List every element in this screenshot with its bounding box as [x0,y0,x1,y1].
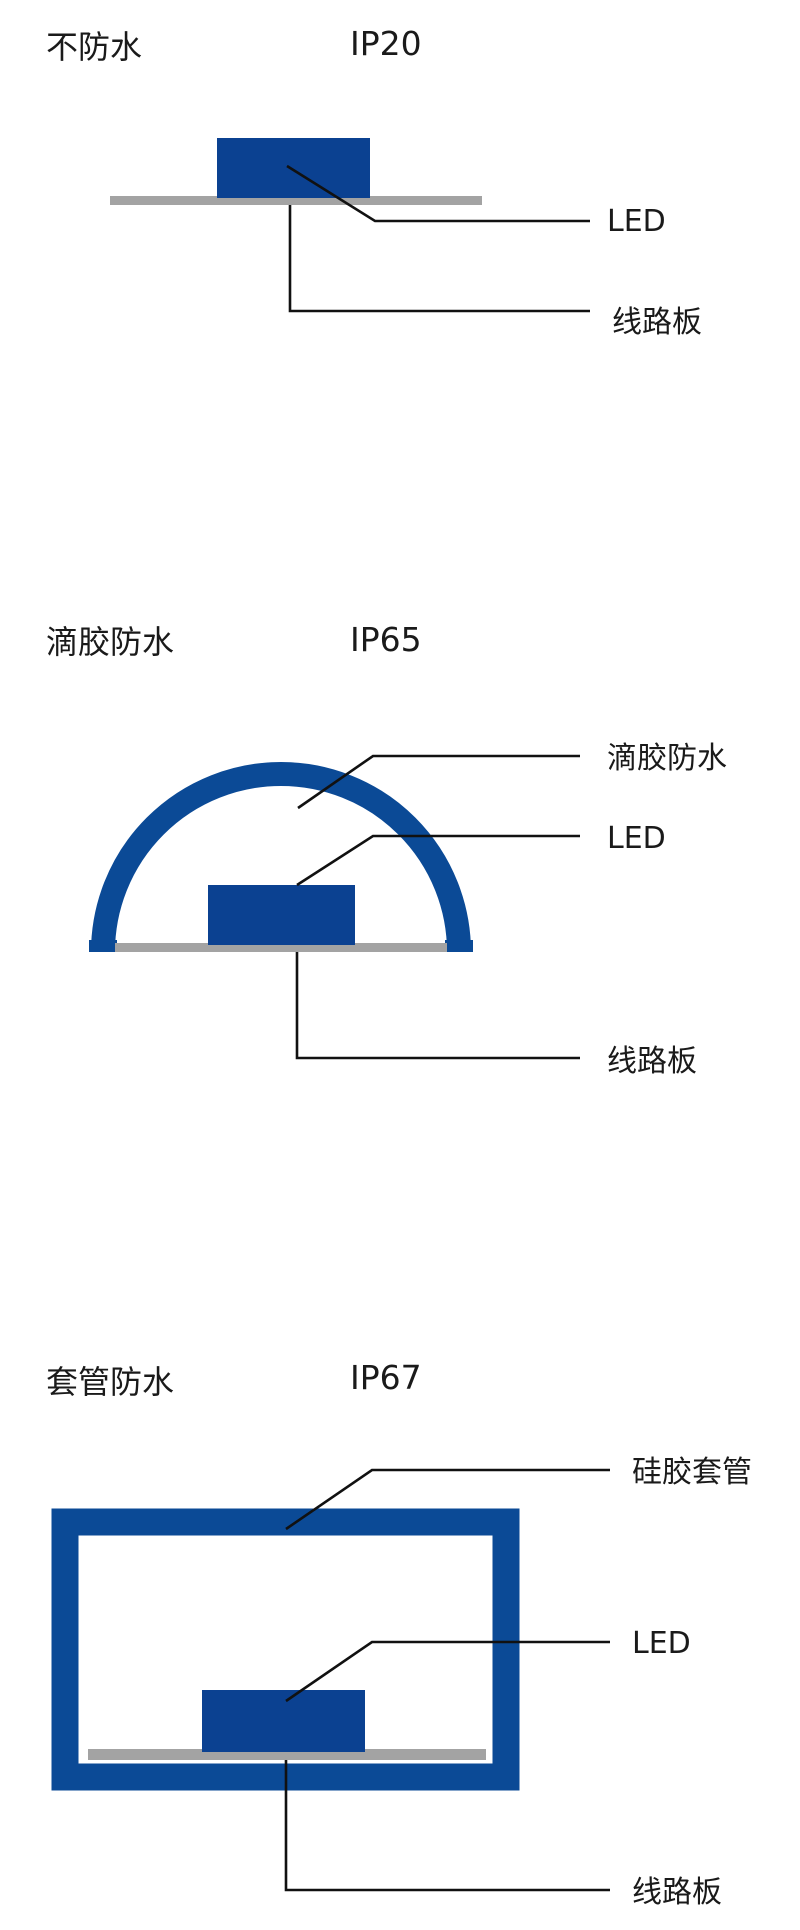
section-heading: 滴胶防水 [46,623,174,661]
circuit-board-label: 线路板 [607,1044,697,1079]
led-chip [217,138,370,198]
led-chip [202,1690,365,1752]
glue-dome-left-foot [89,940,117,952]
section-ip20: 不防水 IP20 LED 线路板 [46,24,702,340]
circuit-board [115,943,447,952]
section-heading: 套管防水 [46,1363,174,1401]
ip-rating: IP20 [350,24,422,63]
circuit-board [88,1749,486,1760]
circuit-board [110,196,482,205]
board-leader-line [284,1760,610,1892]
section-heading: 不防水 [46,28,142,66]
led-label: LED [607,204,666,239]
glue-dome-right-foot [445,940,473,952]
section-ip65: 滴胶防水 IP65 滴胶防水 LED 线路板 [46,620,727,1079]
epoxy-glue-dome [91,762,471,953]
led-leader-line [296,834,580,887]
circuit-board-label: 线路板 [632,1875,722,1910]
led-label: LED [607,821,666,856]
circuit-board-label: 线路板 [612,305,702,340]
glue-label: 滴胶防水 [607,741,727,776]
led-leader-line [285,1640,610,1703]
sleeve-label: 硅胶套管 [632,1455,752,1490]
board-leader-line [295,952,580,1060]
section-ip67: 套管防水 IP67 硅胶套管 LED 线路板 [46,1358,752,1910]
glue-leader-line [297,754,580,810]
board-leader-line [288,205,590,313]
led-chip [208,885,355,945]
ip-rating: IP67 [350,1358,422,1397]
ip-rating: IP65 [350,620,422,659]
sleeve-leader-line [285,1468,610,1531]
led-leader-line [286,164,590,223]
led-label: LED [632,1626,691,1661]
